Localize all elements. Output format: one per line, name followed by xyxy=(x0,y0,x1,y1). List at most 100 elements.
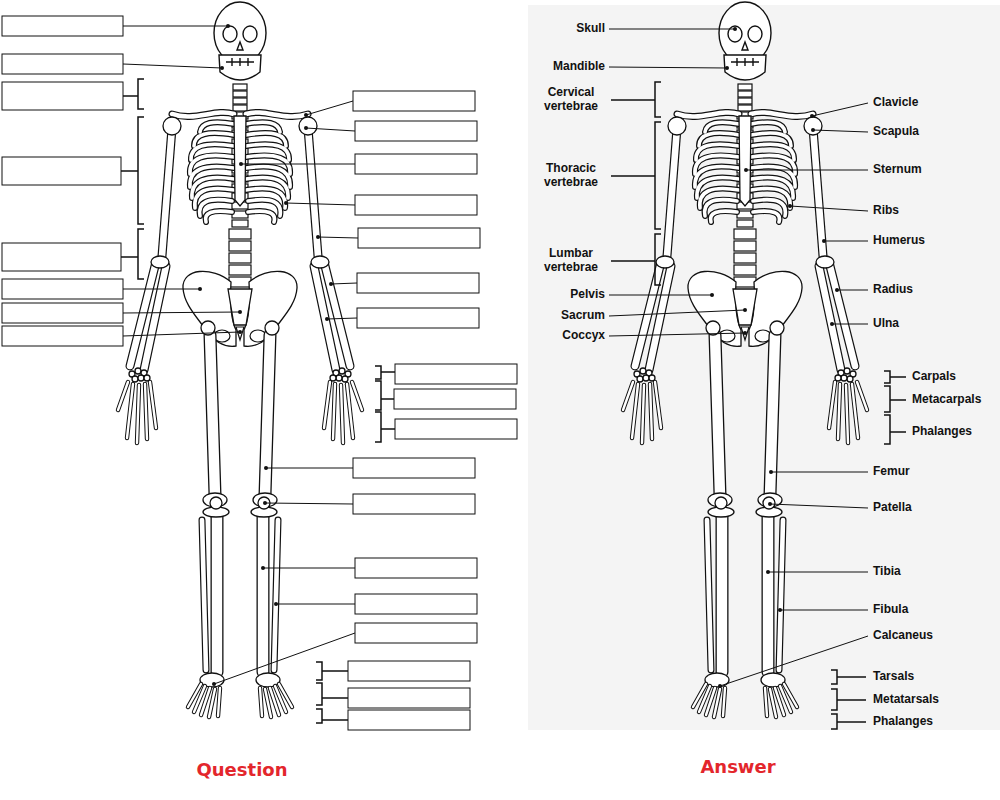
blank-answer-box xyxy=(357,308,479,328)
bone-label: Lumbar vertebrae xyxy=(535,247,607,275)
blank-answer-box xyxy=(2,157,121,185)
bracket xyxy=(316,662,348,680)
bracket xyxy=(831,714,866,729)
bone-label: Skull xyxy=(576,22,605,36)
bone-label: Sternum xyxy=(873,163,922,177)
bracket xyxy=(884,386,906,412)
leader-dot xyxy=(725,66,729,70)
bracket xyxy=(831,670,866,684)
leader-dot xyxy=(743,308,747,312)
leader-dot xyxy=(263,501,267,505)
blank-answer-box xyxy=(394,389,516,409)
bone-label: Carpals xyxy=(912,370,956,384)
blank-answer-box xyxy=(355,558,477,578)
blank-answer-box xyxy=(353,494,475,514)
blank-answer-box xyxy=(2,243,121,271)
leader-dot xyxy=(778,608,782,612)
leader-line xyxy=(746,103,868,324)
bracket xyxy=(316,683,348,705)
blank-answer-box xyxy=(2,82,123,110)
bone-label: Coccyx xyxy=(562,329,605,343)
bone-label: Pelvis xyxy=(570,288,605,302)
leader-dot xyxy=(733,27,737,31)
blank-answer-box xyxy=(355,623,477,643)
bone-label: Radius xyxy=(873,283,913,297)
bracket xyxy=(375,412,395,442)
blank-answer-box xyxy=(348,688,470,708)
bone-label: Ribs xyxy=(873,204,899,218)
bone-label: Tarsals xyxy=(873,670,914,684)
leader-dot xyxy=(766,570,770,574)
bone-label: Phalanges xyxy=(912,425,972,439)
panel-heading: Question xyxy=(197,760,288,781)
leader-dot xyxy=(743,331,747,335)
bone-label: Ulna xyxy=(873,317,899,331)
blank-answer-box xyxy=(2,303,123,323)
blank-answer-box xyxy=(395,364,517,384)
leader-dot xyxy=(329,282,333,286)
bone-label: Scapula xyxy=(873,125,919,139)
bone-label: Calcaneus xyxy=(873,629,933,643)
bracket xyxy=(375,381,394,410)
leader-line xyxy=(720,472,868,686)
bracket xyxy=(831,689,866,710)
leader-dot xyxy=(212,682,216,686)
leader-dot xyxy=(220,66,224,70)
bracket xyxy=(611,82,661,117)
leader-dot xyxy=(830,322,834,326)
panel-heading: Answer xyxy=(700,757,775,778)
leader-dot xyxy=(239,162,243,166)
blank-answer-box xyxy=(355,594,477,614)
bone-label: Femur xyxy=(873,465,910,479)
bone-label: Metacarpals xyxy=(912,393,981,407)
blank-answer-box xyxy=(348,661,470,681)
bracket xyxy=(611,234,661,285)
leader-dot xyxy=(768,502,772,506)
bracket xyxy=(121,229,144,279)
bone-label: Metatarsals xyxy=(873,693,939,707)
leader-line xyxy=(214,468,355,684)
blank-answer-box xyxy=(358,228,480,248)
leader-dot xyxy=(284,201,288,205)
bracket xyxy=(123,79,144,109)
leader-dot xyxy=(304,126,308,130)
leader-dot xyxy=(264,466,268,470)
bone-label: Tibia xyxy=(873,565,901,579)
blank-answer-box xyxy=(395,419,517,439)
leader-dot xyxy=(198,287,202,291)
bracket xyxy=(121,79,906,729)
leader-line xyxy=(123,26,868,686)
bracket xyxy=(316,709,348,723)
question-skeleton xyxy=(118,2,362,717)
leader-dot xyxy=(718,684,722,688)
leader-dot xyxy=(744,168,748,172)
bone-label: Fibula xyxy=(873,603,908,617)
leader-dot xyxy=(261,566,265,570)
blank-answer-box xyxy=(353,91,475,111)
bracket xyxy=(611,122,661,229)
leader-dot xyxy=(325,317,329,321)
blank-answer-box xyxy=(355,195,477,215)
bone-label: Cervical vertebrae xyxy=(535,86,607,114)
leader-dot xyxy=(769,470,773,474)
leader-dot xyxy=(304,113,308,117)
leader-dot xyxy=(238,330,242,334)
answer-skeleton xyxy=(623,2,867,717)
bone-label: Clavicle xyxy=(873,96,918,110)
leader-dot xyxy=(316,235,320,239)
bone-label: Humerus xyxy=(873,234,925,248)
blank-answer-box xyxy=(2,16,123,36)
leader-dot xyxy=(822,239,826,243)
blank-answer-box xyxy=(348,710,470,730)
bone-label: Thoracic vertebrae xyxy=(535,162,607,190)
leader-dot xyxy=(226,24,230,28)
blank-answer-box xyxy=(2,54,123,74)
blank-answer-box xyxy=(2,279,123,299)
blank-answer-box xyxy=(355,154,477,174)
bone-label: Phalanges xyxy=(873,715,933,729)
leader-line xyxy=(123,26,240,336)
leader-line xyxy=(241,101,358,319)
leader-dot xyxy=(198,24,839,688)
